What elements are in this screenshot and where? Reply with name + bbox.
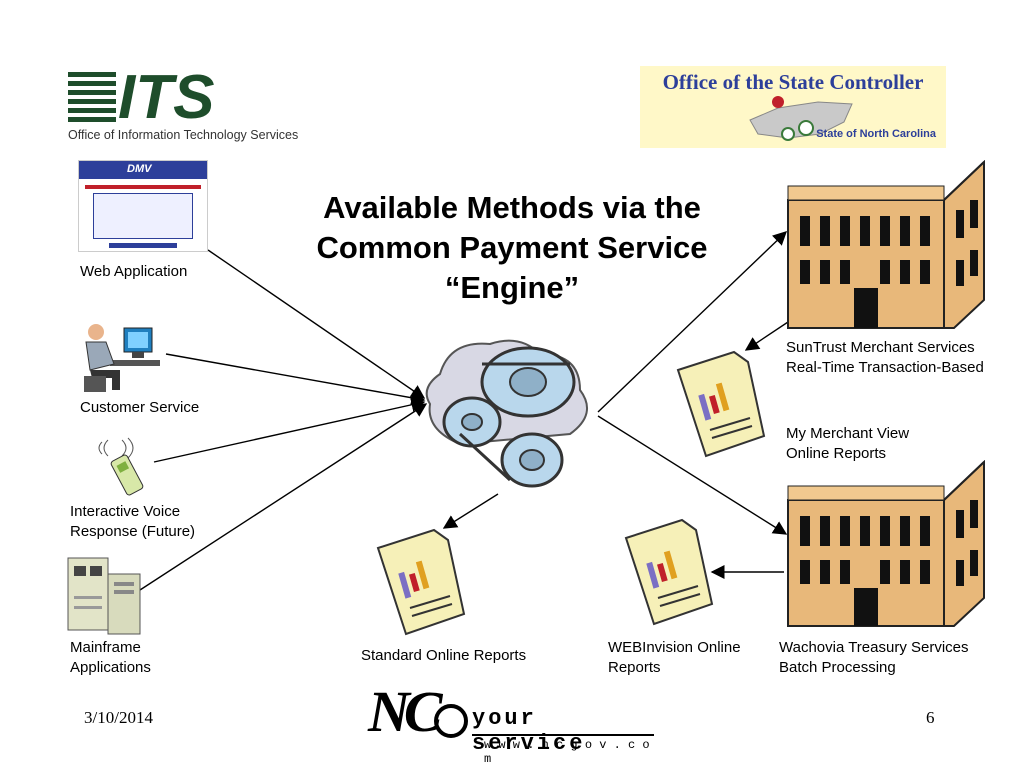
mainframe-label-line: Mainframe <box>70 639 141 656</box>
title-line: Available Methods via the <box>323 190 701 225</box>
wachovia-label: Wachovia Treasury Services Batch Process… <box>779 638 969 678</box>
ncgov-logo-mark: NC <box>368 679 443 744</box>
at-sign-icon <box>434 704 468 738</box>
dmv-logo: DMV <box>127 163 152 175</box>
north-carolina-map-icon <box>749 96 853 141</box>
its-stripes-icon <box>68 72 116 122</box>
its-logo-text: ITS <box>118 63 215 132</box>
my-merchant-label-line: My Merchant View <box>786 425 910 442</box>
suntrust-label-line: SunTrust Merchant Services <box>786 339 975 356</box>
its-logo-subtitle: Office of Information Technology Service… <box>68 128 299 142</box>
cs-to-engine-arrow <box>165 353 426 405</box>
my-merchant-report-icon <box>676 350 766 458</box>
standard-reports-label: Standard Online Reports <box>361 647 527 664</box>
customer-service-label: Customer Service <box>80 399 200 416</box>
ncgov-logo-url: w w w . n c g o v . c o m <box>484 738 650 766</box>
suntrust-label: SunTrust Merchant Services Real-Time Tra… <box>786 338 984 378</box>
suntrust-label-line: Real-Time Transaction-Based <box>786 359 984 376</box>
engine-to-standard-report-arrow <box>442 493 499 529</box>
customer-service-agent-icon <box>84 324 160 392</box>
standard-report-icon <box>376 528 466 636</box>
logo-divider <box>472 734 654 736</box>
mainframe-label-line: Applications <box>70 659 151 676</box>
osc-logo: Office of the State Controller State of … <box>640 66 946 148</box>
webinvision-report-icon <box>624 518 714 626</box>
web-application-label: Web Application <box>80 263 188 280</box>
slide-date: 3/10/2014 <box>84 708 153 727</box>
web-to-engine-arrow <box>207 249 426 399</box>
engine-to-suntrust-arrow <box>597 231 788 413</box>
osc-logo-title: Office of the State Controller <box>662 70 924 94</box>
slide-title: Available Methods via the Common Payment… <box>292 188 732 308</box>
ivr-label-line: Response (Future) <box>70 523 196 540</box>
ivr-to-engine-arrow <box>153 397 426 463</box>
title-line: Common Payment Service <box>316 230 708 265</box>
ivr-label-line: Interactive Voice <box>70 503 181 520</box>
ncgov-logo: NC your service w w w . n c g o v . c o … <box>360 679 660 766</box>
mainframe-to-engine-arrow <box>139 403 428 591</box>
webinvision-label: WEBInvision Online Reports <box>608 638 741 678</box>
suntrust-bank-building-icon <box>787 160 985 329</box>
my-merchant-label-line: Online Reports <box>786 445 887 462</box>
osc-logo-subtitle: State of North Carolina <box>816 128 936 140</box>
ivr-label: Interactive Voice Response (Future) <box>70 502 195 542</box>
title-line: “Engine” <box>444 270 580 305</box>
web-application-screenshot: DMV <box>78 160 208 252</box>
cell-phone-icon <box>98 437 144 496</box>
wachovia-label-line: Batch Processing <box>779 659 896 676</box>
engine-to-wachovia-arrow <box>597 415 788 535</box>
webinvision-label-line: WEBInvision Online <box>608 639 741 656</box>
payment-engine-gears-icon <box>425 339 589 488</box>
my-merchant-label: My Merchant View Online Reports <box>786 424 909 464</box>
wachovia-label-line: Wachovia Treasury Services <box>779 639 969 656</box>
mainframe-label: Mainframe Applications <box>70 638 151 678</box>
webinvision-label-line: Reports <box>608 659 661 676</box>
mainframe-computer-icon <box>67 557 141 635</box>
suntrust-to-report-arrow <box>744 321 789 351</box>
slide-page-number: 6 <box>926 708 935 727</box>
wachovia-bank-building-icon <box>787 460 985 627</box>
its-logo: ITS Office of Information Technology Ser… <box>66 63 306 150</box>
